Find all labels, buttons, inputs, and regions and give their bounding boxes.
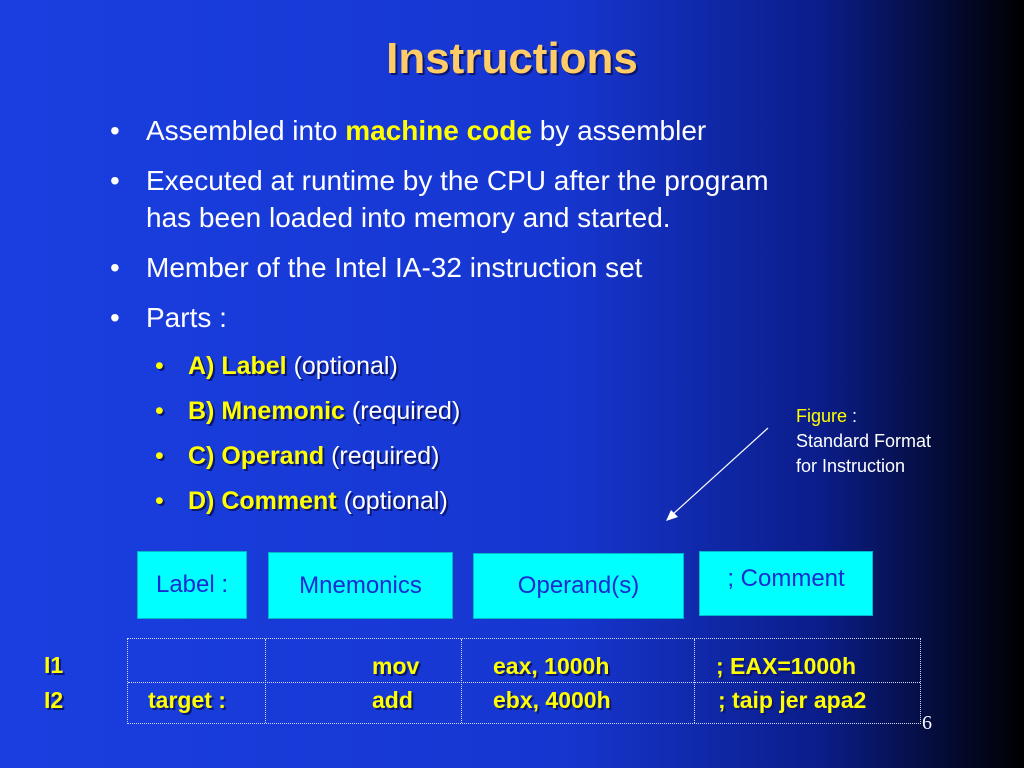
- part-note: (required): [331, 442, 440, 470]
- bullet-text: Assembled into: [146, 115, 346, 146]
- sub-bullet-dot-icon: •: [155, 487, 164, 515]
- bullet-item: • Executed at runtime by the CPU after t…: [110, 162, 910, 236]
- table-cell-operand: ebx, 4000h: [493, 687, 611, 713]
- figure-caption-line: for Instruction: [796, 456, 906, 476]
- bullet-dot-icon: •: [110, 252, 120, 283]
- table-cell-mnemonic: mov: [372, 653, 420, 679]
- bullet-text: by assembler: [531, 115, 707, 146]
- figure-caption-line: Standard Format: [796, 431, 932, 451]
- sub-bullet-dot-icon: •: [155, 442, 164, 470]
- example-table: mov eax, 1000h ; EAX=1000h target : add …: [127, 638, 921, 724]
- bullet-text: has been loaded into memory and started.: [146, 202, 671, 233]
- part-item: • A) Label (optional): [155, 350, 460, 382]
- slide-title: Instructions: [386, 34, 638, 83]
- bullet-item: • Assembled into machine code by assembl…: [110, 112, 910, 149]
- bullet-text: Member of the Intel IA-32 instruction se…: [146, 252, 643, 283]
- figure-sep: :: [847, 406, 858, 426]
- part-name: A) Label: [188, 352, 287, 380]
- bullet-item: • Member of the Intel IA-32 instruction …: [110, 249, 910, 286]
- parts-sub-list: • A) Label (optional) • B) Mnemonic (req…: [155, 350, 460, 530]
- bullet-highlight: machine code: [345, 115, 532, 146]
- table-cell-label: target :: [148, 687, 226, 713]
- page-number: 6: [922, 712, 932, 734]
- bullet-dot-icon: •: [110, 115, 120, 146]
- format-box-operand: Operand(s): [473, 553, 684, 619]
- part-note: (required): [351, 397, 461, 425]
- bullet-text: Executed at runtime by the CPU after the…: [146, 165, 769, 196]
- table-cell-comment: ; EAX=1000h: [716, 653, 856, 679]
- bullet-item: • Parts :: [110, 299, 910, 336]
- figure-caption: Figure : Standard Format for Instruction: [796, 404, 931, 479]
- table-divider: [128, 682, 920, 683]
- example-row-id: I2: [44, 687, 64, 713]
- bullet-text: Parts :: [146, 302, 227, 333]
- sub-bullet-dot-icon: •: [155, 352, 164, 380]
- table-cell-operand: eax, 1000h: [493, 653, 610, 679]
- part-name: D) Comment: [188, 487, 337, 515]
- bullet-dot-icon: •: [110, 302, 120, 333]
- table-cell-comment: ; taip jer apa2: [718, 687, 867, 713]
- sub-bullet-dot-icon: •: [155, 397, 164, 425]
- part-note: (optional): [293, 352, 398, 380]
- example-row-id: I1: [44, 652, 64, 678]
- format-box-mnemonic: Mnemonics: [268, 552, 453, 619]
- main-bullet-list: • Assembled into machine code by assembl…: [110, 112, 910, 349]
- format-box-label: Label :: [137, 551, 247, 619]
- table-divider: [265, 639, 266, 723]
- table-divider: [461, 639, 462, 723]
- part-name: B) Mnemonic: [188, 397, 345, 425]
- part-item: • D) Comment (optional): [155, 485, 460, 517]
- format-box-comment: ; Comment: [699, 551, 873, 616]
- part-item: • C) Operand (required): [155, 440, 460, 472]
- table-divider: [694, 639, 695, 723]
- part-item: • B) Mnemonic (required): [155, 395, 460, 427]
- part-name: C) Operand: [188, 442, 325, 470]
- figure-label: Figure: [796, 406, 848, 426]
- bullet-dot-icon: •: [110, 165, 120, 196]
- part-note: (optional): [343, 487, 448, 515]
- table-cell-mnemonic: add: [372, 687, 413, 713]
